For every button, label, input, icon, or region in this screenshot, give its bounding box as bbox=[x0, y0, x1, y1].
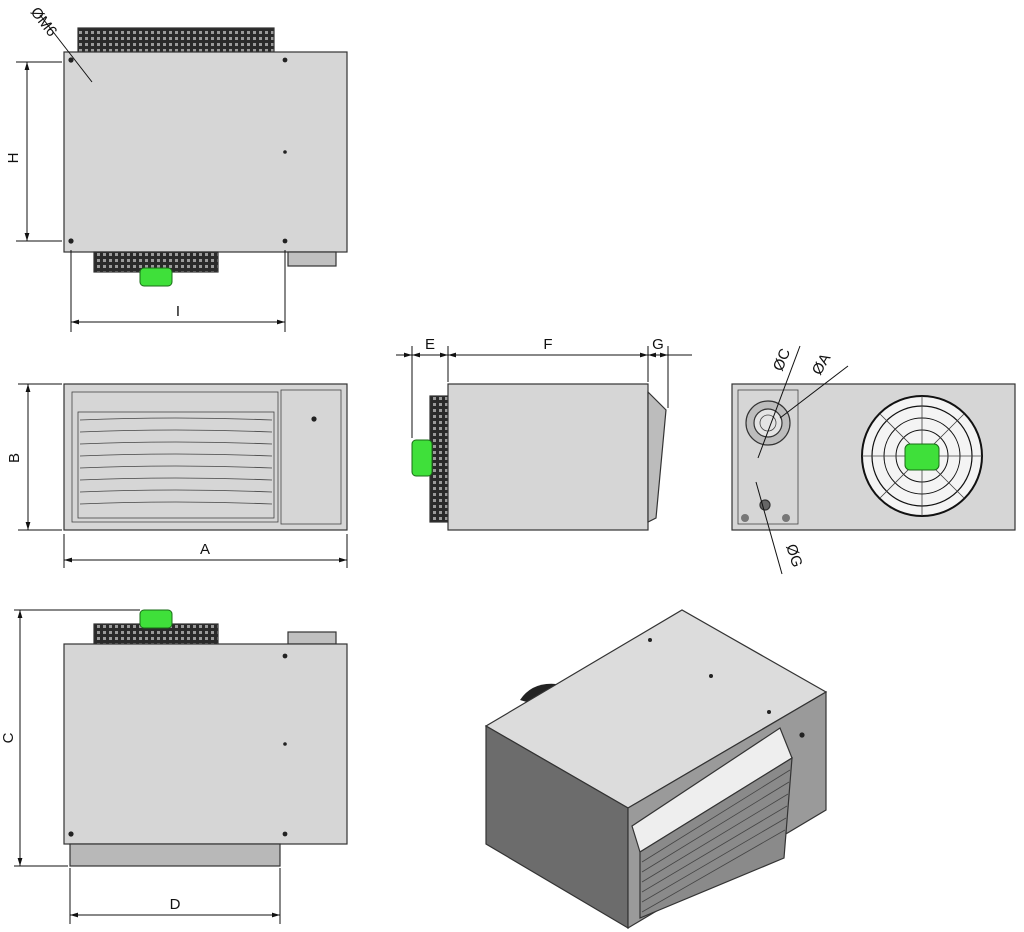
top-grill bbox=[77, 27, 275, 53]
top-view: ØM6 H I bbox=[5, 4, 348, 332]
louver-icon bbox=[639, 756, 793, 919]
rivet bbox=[283, 150, 287, 154]
rear-connector bbox=[741, 514, 749, 522]
dim-a-label: A bbox=[200, 541, 210, 558]
top-panel bbox=[63, 51, 348, 253]
flue-icon bbox=[745, 400, 791, 446]
front-side-panel bbox=[280, 389, 342, 525]
side-fan-guard bbox=[429, 395, 449, 523]
mounting-hole bbox=[282, 238, 288, 244]
iso-rivet bbox=[648, 638, 652, 642]
dim-c-bottom-label: C bbox=[0, 732, 17, 743]
isometric-view bbox=[484, 609, 828, 930]
mounting-hole bbox=[282, 653, 288, 659]
bottom-lower-panel bbox=[69, 843, 281, 867]
dim-f-label: F bbox=[543, 336, 552, 353]
front-rivet bbox=[311, 416, 317, 422]
iso-rivet bbox=[767, 710, 771, 714]
dim-h-label: H bbox=[5, 153, 22, 164]
rivet bbox=[283, 742, 287, 746]
louver-icon bbox=[71, 391, 279, 523]
mounting-hole bbox=[282, 57, 288, 63]
dim-b-label: B bbox=[6, 453, 23, 463]
mounting-hole bbox=[68, 238, 74, 244]
side-view: E F G bbox=[396, 336, 692, 531]
dim-e-label: E bbox=[425, 336, 435, 353]
bottom-panel bbox=[63, 643, 348, 845]
front-view: B A bbox=[6, 383, 348, 568]
flue-icon bbox=[287, 251, 337, 267]
motor-icon bbox=[904, 443, 940, 471]
dim-g-rear-label: ØG bbox=[782, 542, 805, 569]
iso-rivet bbox=[709, 674, 713, 678]
front-panel bbox=[63, 383, 348, 531]
mounting-hole bbox=[282, 831, 288, 837]
gas-inlet bbox=[759, 499, 771, 511]
dim-g-label: G bbox=[652, 336, 664, 353]
dim-i-label: I bbox=[176, 303, 180, 320]
dim-d-label: D bbox=[170, 896, 181, 913]
dim-c-label: ØC bbox=[770, 346, 794, 373]
side-louver-hood bbox=[647, 390, 667, 523]
flue-icon bbox=[287, 631, 337, 645]
rear-view: ØC ØA ØG bbox=[731, 345, 1016, 575]
motor-icon bbox=[139, 609, 173, 629]
mounting-hole bbox=[68, 57, 74, 63]
side-panel bbox=[447, 383, 649, 531]
bottom-view: C D bbox=[0, 609, 348, 924]
motor-icon bbox=[139, 267, 173, 287]
rear-connector bbox=[782, 514, 790, 522]
dim-a-rear-label: ØA bbox=[809, 351, 835, 378]
mounting-hole bbox=[68, 831, 74, 837]
motor-icon bbox=[411, 439, 433, 477]
iso-rivet bbox=[799, 732, 805, 738]
